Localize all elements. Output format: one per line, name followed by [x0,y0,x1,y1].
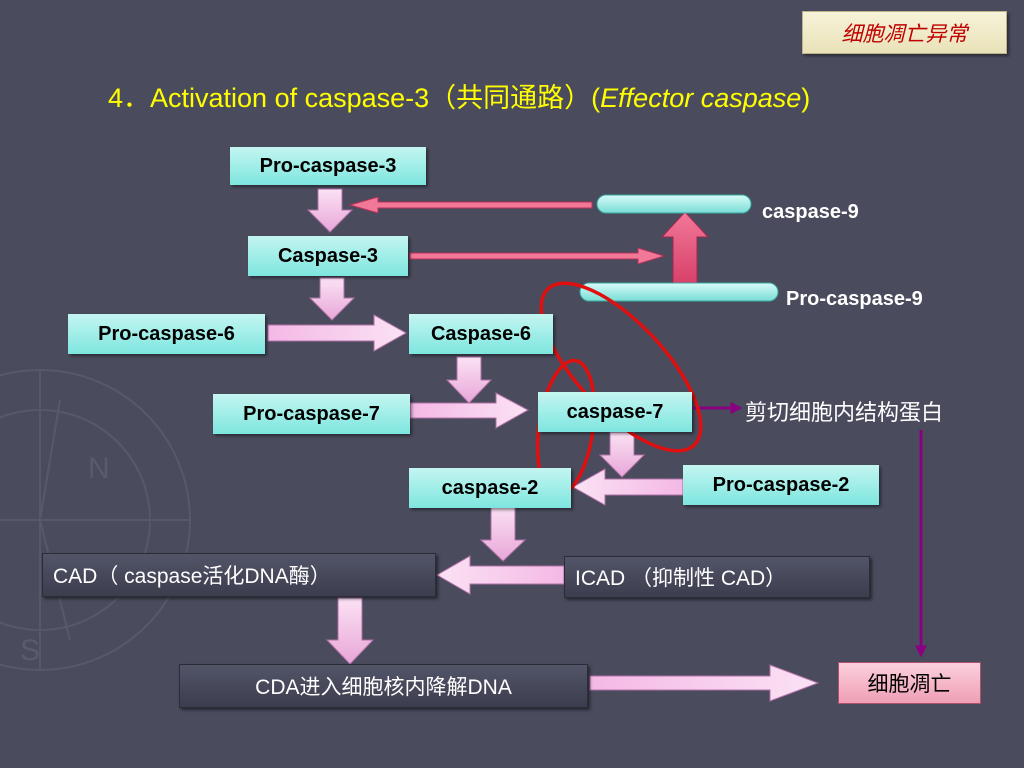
title-prefix: 4．Activation of caspase-3（共同通路）( [108,83,601,113]
node-pro-caspase-7: Pro-caspase-7 [213,394,410,434]
arrow-procasp7-to-casp7 [409,392,530,429]
node-caspase-3: Caspase-3 [248,236,408,276]
pro-caspase-9-complex [579,282,779,302]
node-pro-caspase-6: Pro-caspase-6 [68,314,265,354]
node-pro-caspase-2: Pro-caspase-2 [683,465,879,505]
node-cleave-structural-proteins: 剪切细胞内结构蛋白 [745,401,944,426]
arrow-casp6-to-casp7 [445,356,493,404]
caspase-9-complex [596,194,752,214]
arrow-casp9-to-procasp3 [348,196,593,214]
arrow-cda-to-apoptosis [589,664,820,702]
corner-section-badge: 细胞凋亡异常 [802,11,1007,54]
node-apoptosis: 细胞凋亡 [838,662,981,704]
arrow-icad-to-cad [435,555,565,595]
node-cad: CAD（ caspase活化DNA酶） [42,553,436,597]
node-icad: ICAD （抑制性 CAD） [564,556,870,598]
slide-title: 4．Activation of caspase-3（共同通路）(Effector… [108,76,1008,115]
node-caspase-7: caspase-7 [538,392,692,432]
title-suffix: ) [801,83,811,113]
node-caspase-9: caspase-9 [762,201,859,223]
arrow-casp2-to-cad [479,505,527,562]
node-caspase-2: caspase-2 [409,468,571,508]
arrow-procasp9-to-casp9 [660,211,710,285]
svg-text:S: S [20,634,40,667]
node-cda-degrades-dna: CDA进入细胞核内降解DNA [179,664,588,708]
arrow-procasp2-to-casp2 [571,468,684,506]
arrow-procasp6-to-casp6 [267,314,408,352]
arrow-casp3-to-casp9 [409,247,666,265]
node-pro-caspase-9: Pro-caspase-9 [786,288,923,310]
node-caspase-6: Caspase-6 [409,314,553,354]
node-pro-caspase-3: Pro-caspase-3 [230,147,426,185]
arrow-cad-to-cda [325,597,375,665]
arrow-procasp3-to-casp3 [306,188,354,233]
svg-text:N: N [88,452,110,485]
arrow-casp3-to-casp6 [308,277,356,321]
title-italic: Effector caspase [600,83,802,113]
